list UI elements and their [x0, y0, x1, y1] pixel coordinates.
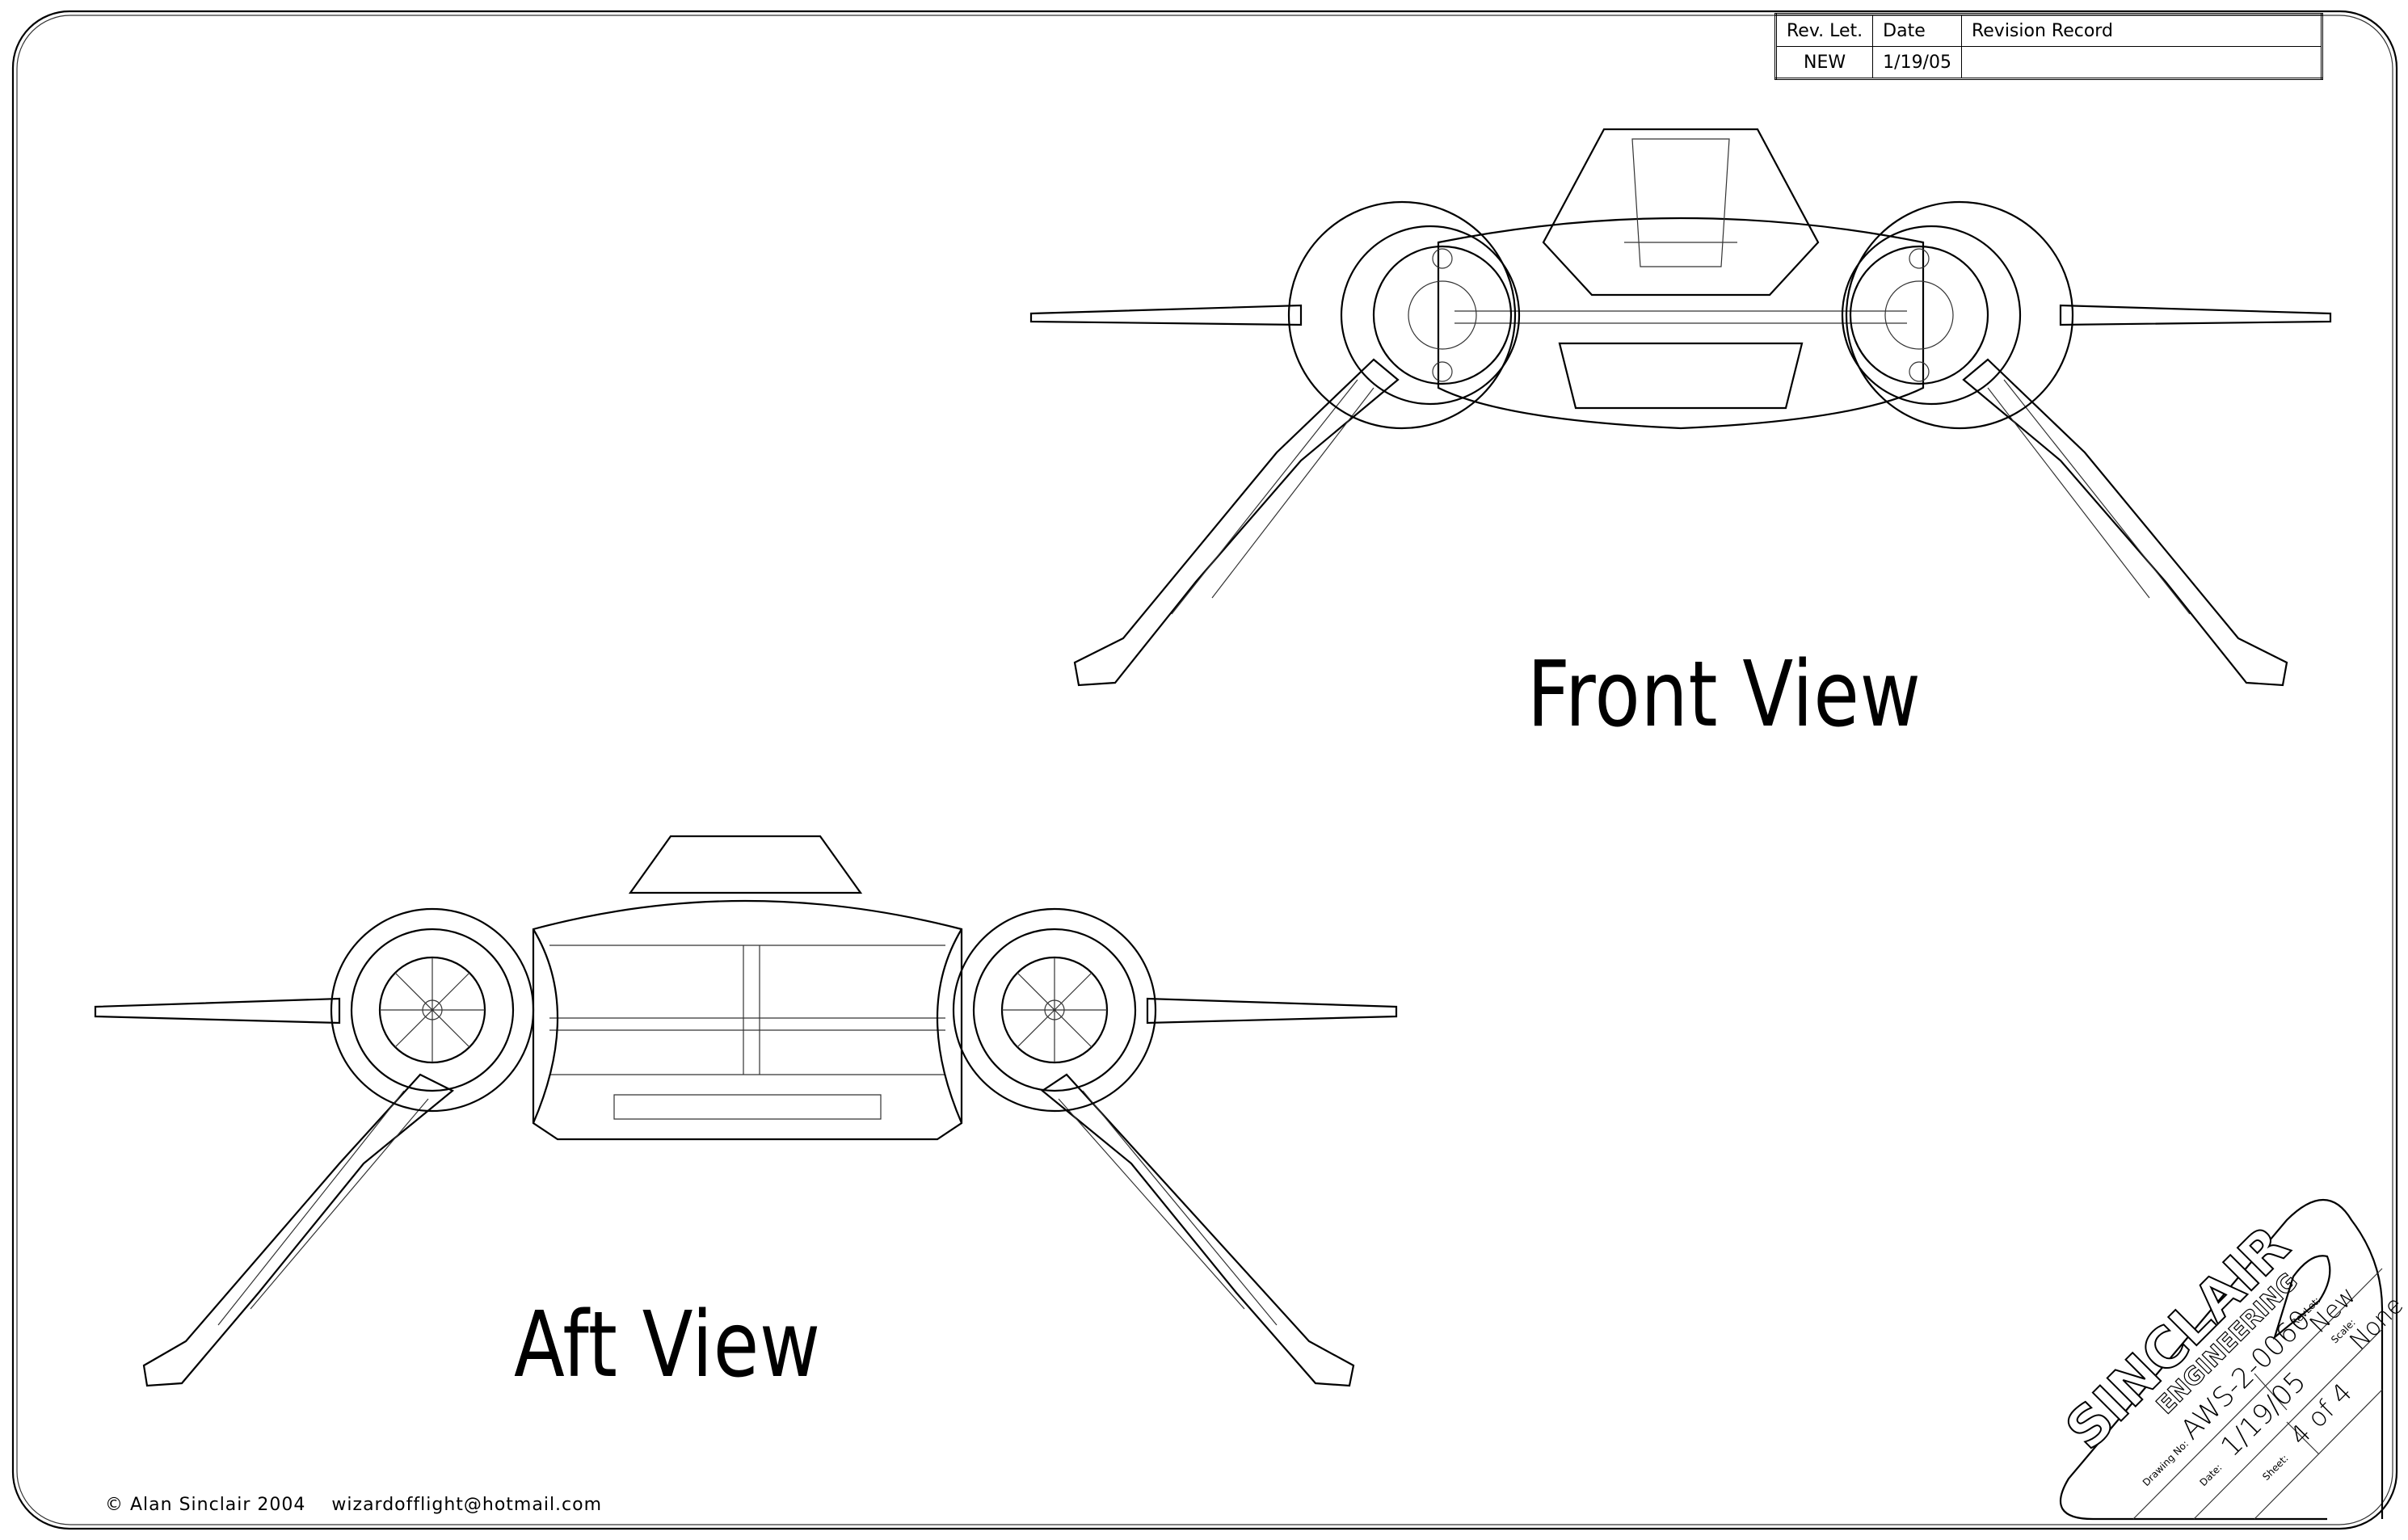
drawing-no-label: Drawing No: [2141, 1438, 2191, 1488]
cell-revision-record [1960, 46, 2322, 79]
front-intake [1558, 342, 1804, 410]
aft-left-engine [330, 907, 558, 1124]
front-left-wing [1029, 304, 1303, 326]
aft-canopy [628, 835, 863, 894]
sheet-border [11, 10, 2398, 1530]
company-logo-shield [2272, 1255, 2331, 1340]
sheet-border-inner [16, 15, 2393, 1525]
aft-view-drawing [94, 835, 1398, 1387]
aft-right-wing [1146, 997, 1398, 1025]
front-right-leg [1962, 358, 2288, 687]
front-left-engine [1287, 200, 1521, 430]
email-text: wizardofflight@hotmail.com [331, 1495, 603, 1515]
cell-date: 1/19/05 [1872, 46, 1962, 79]
sheet-label: Sheet: [2260, 1453, 2290, 1483]
aft-left-wing [94, 997, 341, 1025]
front-fuselage [1437, 217, 1925, 430]
revision-table-header: Rev. Let. Date Revision Record [1774, 14, 2322, 47]
front-left-leg [1073, 358, 1400, 687]
front-view-title: Front View [1527, 642, 1922, 747]
cell-rev-let: NEW [1774, 46, 1874, 79]
copyright-text: © Alan Sinclair 2004 [105, 1495, 306, 1515]
aft-right-engine [937, 907, 1157, 1124]
front-canopy [1542, 128, 1820, 297]
aft-left-leg [142, 1073, 455, 1387]
date-label: Date: [2198, 1462, 2225, 1488]
header-rev-let: Rev. Let. [1774, 14, 1874, 47]
aft-view-title: Aft View [514, 1293, 821, 1398]
revision-table: Rev. Let. Date Revision Record NEW 1/19/… [1774, 13, 2323, 80]
aft-fuselage [532, 899, 963, 1141]
front-right-wing [2059, 304, 2332, 326]
front-view-drawing [1029, 128, 2332, 687]
table-row: NEW 1/19/05 [1774, 46, 2322, 79]
copyright-footer: © Alan Sinclair 2004 wizardofflight@hotm… [105, 1495, 621, 1515]
header-date: Date [1872, 14, 1962, 47]
header-revision-record: Revision Record [1960, 14, 2322, 47]
title-block: SINCLAIR ENGINEERING Drawing No: AWS-2-0… [2053, 1199, 2408, 1521]
aft-right-leg [1041, 1073, 1355, 1387]
front-right-engine [1841, 200, 2074, 430]
